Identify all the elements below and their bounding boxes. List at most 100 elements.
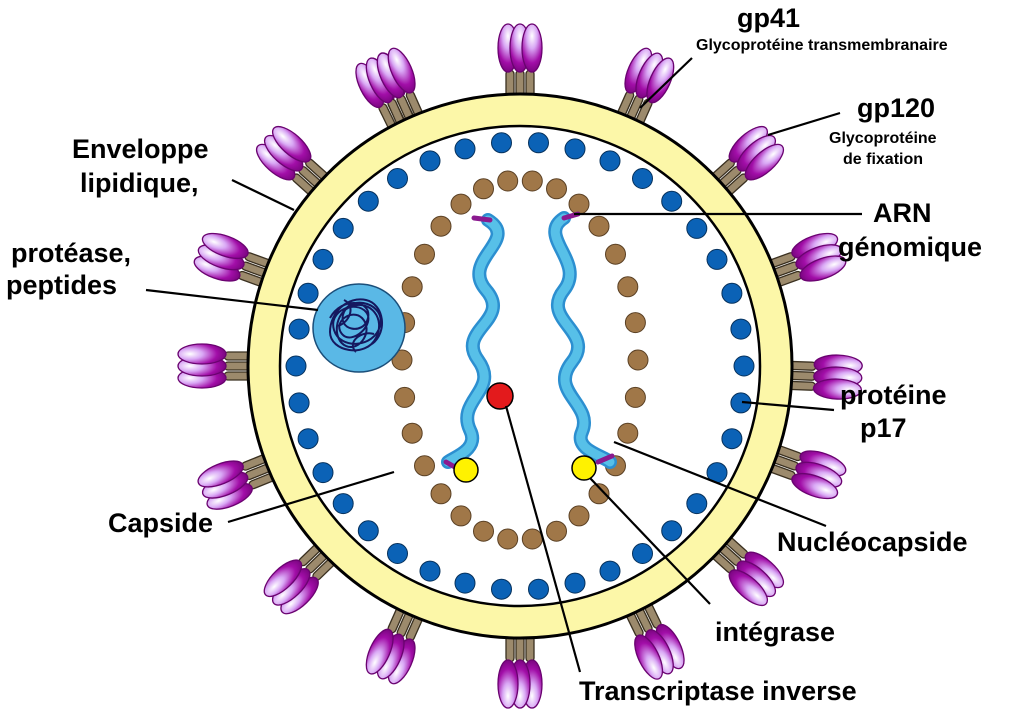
leader-integrase — [589, 477, 711, 605]
label-arn-line2: génomique — [838, 232, 982, 262]
label-nucleocapside: Nucléocapside — [777, 527, 968, 557]
capsid-protein — [617, 276, 639, 298]
capsid-protein — [450, 505, 472, 527]
p17-protein — [564, 138, 586, 160]
capsid-protein — [521, 170, 543, 192]
virion-interior — [278, 124, 762, 608]
p17-protein — [706, 248, 728, 270]
p17-protein — [419, 560, 441, 582]
label-p17-line2: p17 — [860, 413, 907, 443]
label-gp41: gp41 — [737, 3, 800, 33]
p17-protein — [661, 520, 683, 542]
p17-protein — [419, 150, 441, 172]
p17-protein — [312, 248, 334, 270]
capsid-protein — [546, 520, 567, 542]
capsid-protein — [401, 276, 423, 298]
capsid-protein — [588, 483, 610, 505]
gp120-lobe — [201, 232, 249, 260]
leader-gp41 — [639, 57, 693, 109]
p17-protein — [387, 543, 408, 564]
capsid-protein — [473, 520, 494, 542]
p17-protein — [387, 168, 408, 189]
gp120-lobe — [177, 343, 227, 365]
p17-protein — [288, 392, 310, 414]
capsid-protein — [497, 170, 519, 192]
capsid-protein — [617, 422, 639, 444]
capsid-protein — [521, 528, 543, 550]
p17-protein — [730, 318, 752, 340]
capsid-protein — [568, 505, 590, 527]
gp120-lobe — [791, 472, 839, 500]
label-protease-line1: protéase, — [11, 238, 131, 268]
gp-spike — [497, 627, 543, 709]
protease-tangle — [328, 298, 384, 353]
p17-protein — [357, 520, 379, 542]
leader-nucleocapside — [613, 440, 827, 528]
leader-gp120 — [767, 111, 841, 137]
capsid-protein — [394, 386, 416, 408]
glycoprotein-spikes — [177, 23, 863, 709]
capsid-protein — [473, 178, 494, 200]
leader-capside — [227, 470, 395, 524]
label-p17-line1: protéine — [840, 380, 947, 410]
capsid-protein — [430, 483, 452, 505]
gp120-lobe — [365, 628, 394, 675]
gp-spike — [177, 343, 259, 389]
gp-spike — [255, 125, 334, 201]
p17-protein — [288, 318, 310, 340]
p17-protein — [528, 578, 549, 600]
gp120-lobe — [197, 460, 244, 488]
p17-protein — [733, 355, 755, 377]
capsid-protein — [414, 243, 435, 265]
p17-protein — [332, 493, 354, 515]
p17-protein — [312, 462, 334, 484]
p17-protein — [599, 150, 621, 172]
capsid-protein — [568, 193, 590, 215]
p17-protein — [528, 132, 549, 154]
label-envelope-line1: Enveloppe — [72, 134, 209, 164]
capsid-protein — [624, 386, 646, 408]
p17-protein — [721, 428, 743, 450]
capsid-protein — [430, 215, 452, 237]
gp-spike — [497, 23, 543, 105]
capsid-protein — [588, 215, 610, 237]
gp120-lobe — [497, 659, 519, 709]
gp120-lobe — [812, 378, 863, 400]
label-gp120-sub1: Glycoprotéine — [829, 130, 937, 147]
p17-protein — [297, 282, 319, 304]
label-arn-line1: ARN — [873, 198, 932, 228]
capsid-protein — [546, 178, 567, 200]
p17-protein — [721, 282, 743, 304]
capsid-protein — [401, 422, 423, 444]
capsid-protein — [605, 243, 626, 265]
p17-matrix-proteins — [285, 132, 755, 600]
label-gp120-sub2: de fixation — [843, 151, 923, 168]
capsid-protein — [450, 193, 472, 215]
p17-protein — [661, 190, 683, 212]
capsid-protein — [497, 528, 519, 550]
leader-transcriptase — [504, 405, 582, 673]
integrase-left — [453, 457, 479, 483]
gp120-lobe — [646, 57, 675, 104]
label-gp120: gp120 — [857, 93, 935, 123]
p17-protein — [285, 355, 307, 377]
p17-protein — [297, 428, 319, 450]
gp120-lobe — [799, 255, 847, 282]
gp120-lobe — [634, 634, 664, 680]
p17-protein — [454, 138, 476, 160]
gp120-lobe — [728, 569, 768, 607]
label-gp41-sub: Glycoprotéine transmembranaire — [696, 37, 948, 54]
p17-protein — [491, 132, 512, 154]
gp120-lobe — [272, 125, 312, 163]
reverse-transcriptase — [486, 382, 514, 410]
rna-genomic-right — [548, 211, 617, 469]
p17-protein — [332, 217, 354, 239]
label-transcriptase: Transcriptase inverse — [579, 676, 857, 706]
capsid-protein — [624, 312, 646, 334]
leader-protease — [145, 288, 319, 312]
capsid-protein — [627, 349, 649, 371]
integrase-right — [571, 455, 597, 481]
capsid-protein — [391, 349, 413, 371]
p17-protein — [686, 493, 708, 515]
